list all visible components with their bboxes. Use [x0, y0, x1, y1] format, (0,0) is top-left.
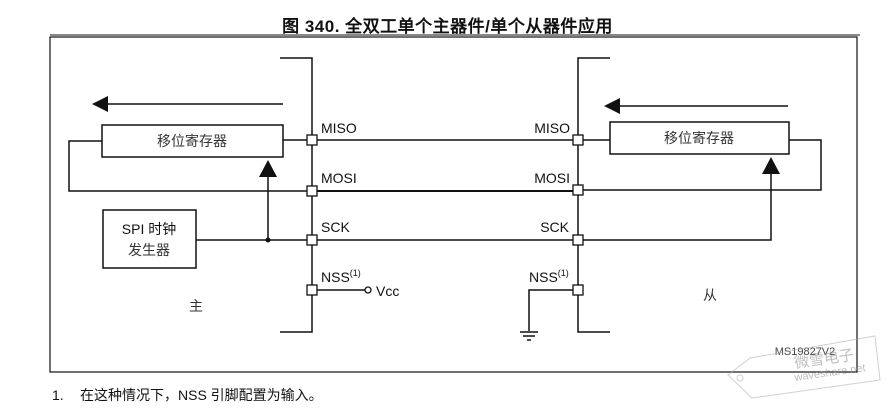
master-device: 移位寄存器 SPI 时钟 发生器 Vcc MISO MOSI SCK NSS(1…	[68, 57, 399, 333]
slave-nss-wire	[528, 289, 578, 331]
footnote: 1. 在这种情况下，NSS 引脚配置为输入。	[52, 385, 323, 405]
clock-generator-label-line2: 发生器	[128, 243, 170, 259]
master-pin-mosi: MOSI	[321, 170, 357, 186]
slave-device: 移位寄存器 MISO MOSI SCK NSS(1) 从	[520, 57, 822, 341]
pin-marker-master-nss	[306, 284, 318, 296]
pin-marker-master-sck	[306, 234, 318, 246]
slave-pin-nss: NSS(1)	[529, 268, 569, 285]
vcc-terminal-icon	[364, 286, 372, 294]
ground-icon	[520, 331, 538, 341]
diagram-id: MS19827V2	[775, 346, 836, 358]
slave-mosi-loop-wire	[578, 139, 822, 191]
slave-shift-register-label: 移位寄存器	[664, 130, 734, 147]
master-mosi-loop-wire	[68, 140, 312, 192]
pin-marker-slave-nss	[572, 284, 584, 296]
pin-marker-slave-miso	[572, 134, 584, 146]
slave-shift-register	[609, 121, 790, 155]
master-pin-sck: SCK	[321, 219, 350, 235]
footnote-text: 在这种情况下，NSS 引脚配置为输入。	[80, 387, 323, 403]
pin-marker-slave-sck	[572, 234, 584, 246]
master-label: 主	[189, 299, 203, 315]
master-shift-arrow-head	[92, 96, 108, 112]
vcc-label: Vcc	[376, 283, 399, 299]
slave-pin-mosi: MOSI	[534, 170, 570, 186]
slave-clock-feed-wire	[578, 173, 772, 241]
clock-generator-label-line1: SPI 时钟	[122, 221, 176, 237]
pin-marker-master-mosi	[306, 185, 318, 197]
slave-clock-arrow-head	[762, 157, 780, 174]
master-shift-register	[101, 124, 284, 158]
master-clock-generator	[102, 209, 197, 269]
footnote-number: 1.	[52, 387, 64, 403]
watermark-hole-icon	[736, 374, 744, 382]
master-pin-miso: MISO	[321, 120, 357, 136]
slave-label: 从	[703, 288, 717, 304]
slave-shift-arrow-head	[604, 98, 620, 114]
pin-markers	[306, 134, 584, 296]
watermark-tag-shape	[727, 335, 881, 399]
pin-marker-master-miso	[306, 134, 318, 146]
slave-pin-miso: MISO	[534, 120, 570, 136]
figure-frame	[49, 36, 858, 373]
master-pin-nss: NSS(1)	[321, 268, 361, 285]
master-clock-arrow-head	[259, 160, 277, 177]
slave-pin-sck: SCK	[540, 219, 569, 235]
figure-title: 图 340. 全双工单个主器件/单个从器件应用	[282, 17, 613, 36]
pin-marker-slave-mosi	[572, 184, 584, 196]
master-shift-register-label: 移位寄存器	[157, 133, 227, 150]
